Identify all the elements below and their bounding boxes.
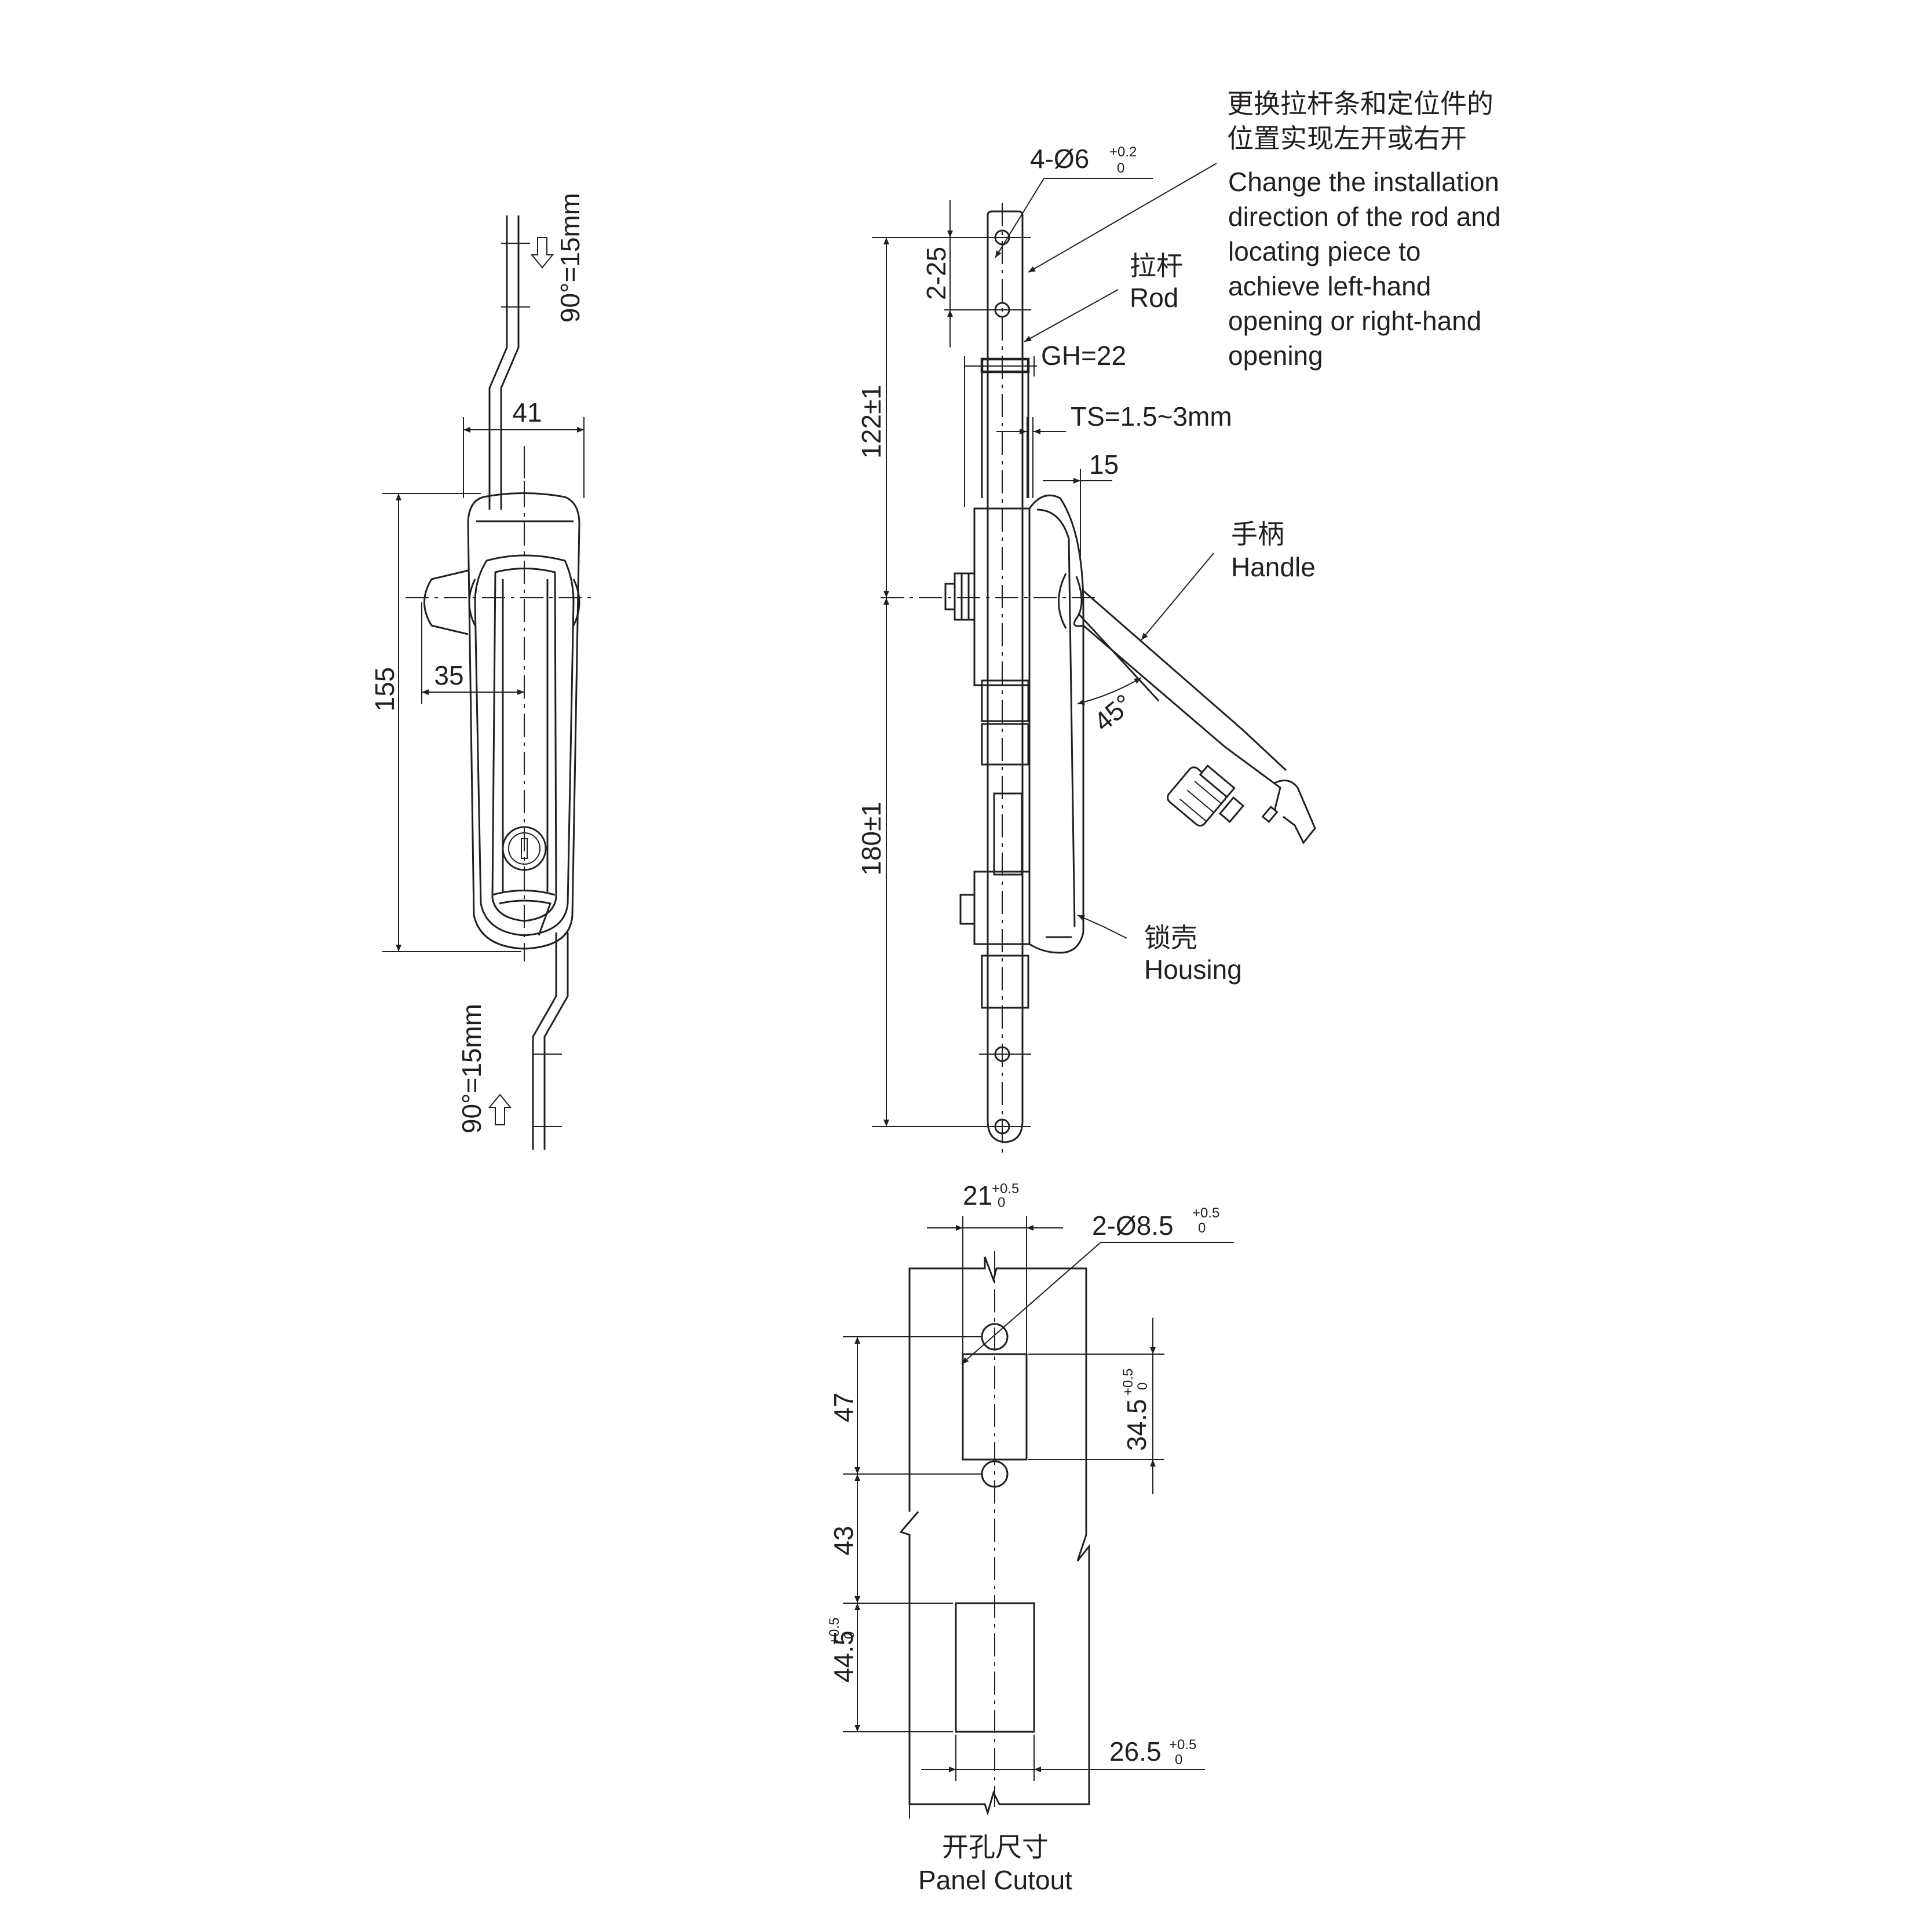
handle-label-en: Handle bbox=[1231, 552, 1316, 582]
rod-bottom bbox=[532, 932, 569, 1150]
dim-34-5-tol-upper: +0.5 bbox=[1120, 1369, 1136, 1396]
note-cn-line-2: 位置实现左开或右开 bbox=[1227, 123, 1467, 153]
arrow-down-icon bbox=[530, 237, 554, 269]
dim-155: 155 bbox=[370, 493, 521, 952]
dim-45-angle: 45° bbox=[1077, 677, 1142, 737]
rod-label-en: Rod bbox=[1130, 283, 1178, 313]
housing-label-cn: 锁壳 bbox=[1144, 923, 1197, 953]
dim-44-5-tol-upper: +0.5 bbox=[827, 1618, 842, 1645]
cutout-title-cn: 开孔尺寸 bbox=[942, 1832, 1049, 1862]
dim-holes-4xd6: 4-Ø6 +0.2 0 bbox=[995, 144, 1153, 258]
dim-15: 15 bbox=[1043, 449, 1119, 556]
dim-34-5-label: 34.5 bbox=[1122, 1399, 1152, 1451]
ts-label: TS=1.5~3mm bbox=[1071, 401, 1232, 431]
dim-15-label: 15 bbox=[1089, 449, 1119, 480]
dim-35-label: 35 bbox=[434, 660, 463, 690]
dim-2-25: 2-25 bbox=[921, 200, 979, 348]
rod-strip bbox=[973, 203, 1031, 1153]
dim-21-label: 21 bbox=[963, 1180, 992, 1210]
holes-4xd6-tol-upper: +0.2 bbox=[1109, 144, 1137, 160]
rod-label-cn: 拉杆 bbox=[1130, 251, 1183, 281]
panel-cutout: 21 +0.5 0 2-Ø8.5 +0.5 0 47 43 44.5 +0.5 … bbox=[827, 1180, 1234, 1895]
dim-34-5-tol-lower: 0 bbox=[1135, 1383, 1151, 1390]
panel-outline bbox=[899, 1256, 1090, 1819]
note-leader bbox=[1028, 163, 1217, 273]
note-en-line-1: Change the installation bbox=[1228, 167, 1499, 197]
dim-2-25-label: 2-25 bbox=[921, 247, 951, 300]
dim-21-tol-lower: 0 bbox=[998, 1195, 1005, 1210]
housing-label-en: Housing bbox=[1144, 954, 1242, 985]
dim-41-label: 41 bbox=[512, 397, 542, 427]
note-en-line-5: opening or right-hand bbox=[1228, 306, 1481, 336]
orientation-note: 更换拉杆条和定位件的 位置实现左开或右开 Change the installa… bbox=[1227, 89, 1501, 371]
housing-callout: 锁壳 Housing bbox=[1077, 915, 1242, 985]
note-en-line-2: direction of the rod and bbox=[1228, 202, 1501, 232]
cutout-title-en: Panel Cutout bbox=[918, 1865, 1072, 1895]
handle-housing-front bbox=[423, 492, 580, 950]
dim-gh: GH=22 bbox=[964, 341, 1126, 507]
dim-122-label: 122±1 bbox=[856, 385, 886, 459]
note-cn-line-1: 更换拉杆条和定位件的 bbox=[1227, 89, 1493, 119]
front-view: 41 155 35 90°=15mm 90°=15mm bbox=[370, 193, 597, 1150]
dim-34-5: 34.5 +0.5 0 bbox=[1028, 1318, 1164, 1494]
dim-155-label: 155 bbox=[370, 667, 400, 712]
dim-ts: TS=1.5~3mm bbox=[996, 401, 1232, 498]
dim-180-label: 180±1 bbox=[856, 802, 886, 876]
dim-41: 41 bbox=[463, 397, 585, 498]
dim-35: 35 bbox=[421, 602, 524, 704]
holes-2xd8-5-label: 2-Ø8.5 bbox=[1092, 1210, 1174, 1241]
handle-arm bbox=[1058, 573, 1316, 844]
dim-122: 122±1 bbox=[856, 237, 979, 598]
note-en-line-6: opening bbox=[1228, 341, 1323, 371]
dim-44-5-label: 44.5 bbox=[828, 1630, 859, 1683]
holes-4xd6-tol-lower: 0 bbox=[1117, 160, 1124, 176]
arrow-up-icon bbox=[488, 1093, 512, 1125]
handle-label-cn: 手柄 bbox=[1231, 519, 1284, 549]
dim-left-chain: 47 43 44.5 +0.5 0 bbox=[827, 1336, 982, 1732]
note-en-line-3: locating piece to bbox=[1228, 236, 1420, 266]
dim-26-5: 26.5 +0.5 0 bbox=[921, 1735, 1205, 1781]
gh-label: GH=22 bbox=[1041, 341, 1126, 371]
dim-26-5-label: 26.5 bbox=[1109, 1736, 1162, 1767]
dim-43-label: 43 bbox=[828, 1526, 859, 1555]
side-view: 4-Ø6 +0.2 0 2-25 122±1 180±1 拉杆 bbox=[856, 89, 1501, 1153]
dim-21: 21 +0.5 0 bbox=[927, 1180, 1063, 1355]
dim-holes-2xd8-5: 2-Ø8.5 +0.5 0 bbox=[961, 1205, 1234, 1365]
rod-bottom-angle-label: 90°=15mm bbox=[456, 1004, 487, 1133]
angle-45-label: 45° bbox=[1088, 688, 1138, 737]
rod-top-angle-note: 90°=15mm bbox=[530, 193, 585, 323]
rod-top-angle-label: 90°=15mm bbox=[555, 193, 585, 323]
dim-47-label: 47 bbox=[828, 1392, 859, 1422]
rod-callout: 拉杆 Rod bbox=[1024, 251, 1183, 342]
dim-180: 180±1 bbox=[856, 598, 979, 1127]
lock-housing-side bbox=[1028, 494, 1084, 954]
mounting-block bbox=[944, 507, 1031, 945]
rod-bottom-angle-note: 90°=15mm bbox=[456, 1004, 512, 1133]
note-en-line-4: achieve left-hand bbox=[1228, 271, 1431, 301]
dim-26-5-tol-lower: 0 bbox=[1175, 1752, 1182, 1768]
dim-26-5-tol-upper: +0.5 bbox=[1169, 1737, 1196, 1753]
dim-44-5-tol-lower: 0 bbox=[842, 1632, 857, 1639]
holes-4xd6-label: 4-Ø6 bbox=[1030, 144, 1089, 174]
holes-2xd8-5-tol-lower: 0 bbox=[1198, 1220, 1206, 1236]
dim-21-tol-upper: +0.5 bbox=[992, 1181, 1019, 1197]
handle-callout: 手柄 Handle bbox=[1141, 519, 1316, 641]
holes-2xd8-5-tol-upper: +0.5 bbox=[1192, 1205, 1219, 1221]
